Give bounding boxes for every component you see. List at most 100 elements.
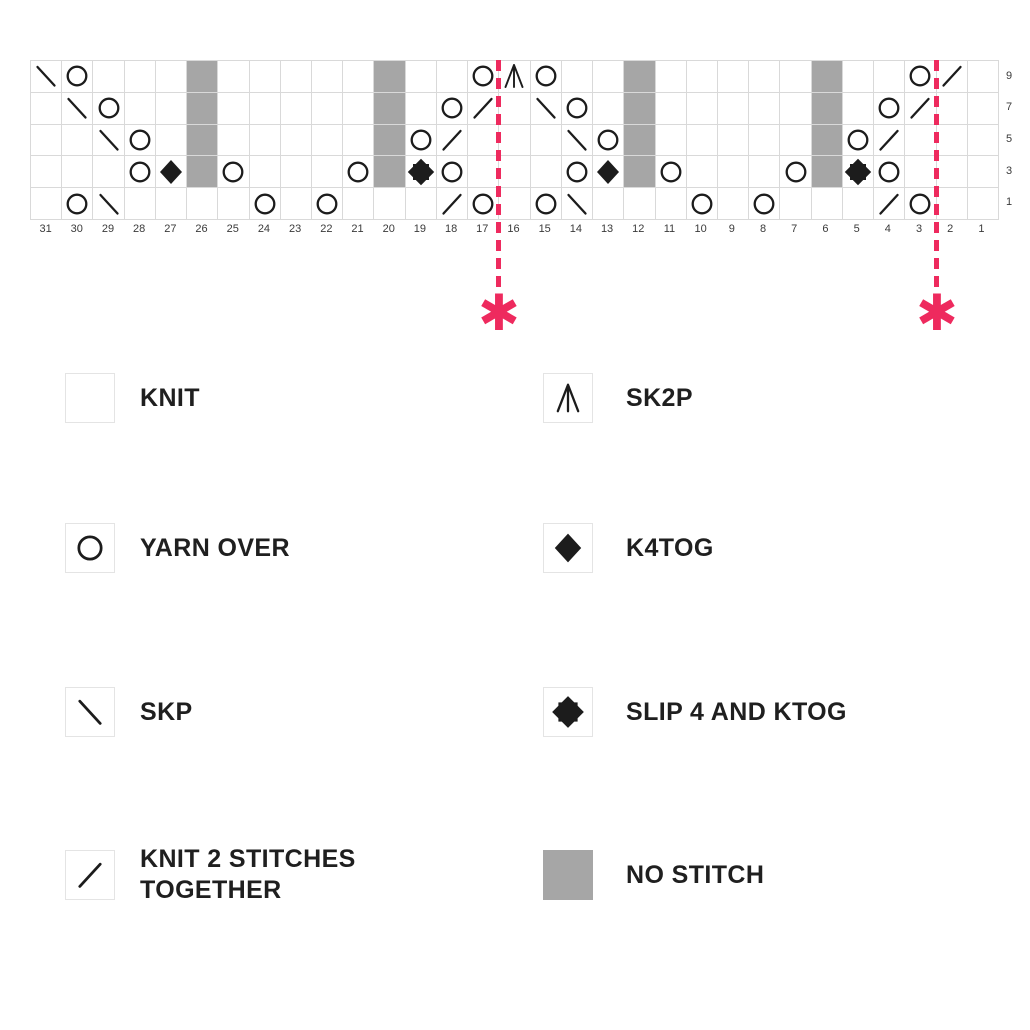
knit-symbol-icon: [65, 373, 115, 423]
chart-cell: [780, 188, 811, 219]
chart-cell: [561, 188, 593, 219]
skp-symbol: [67, 98, 87, 119]
column-number: 2: [947, 223, 954, 235]
chart-cell: [93, 92, 124, 124]
chart-cell: [187, 61, 218, 92]
column-number: 25: [226, 223, 239, 235]
column-number: 27: [164, 223, 177, 235]
yarn-over-symbol: [472, 65, 494, 87]
chart-cell: [749, 92, 780, 124]
chart-cell: [343, 124, 374, 156]
chart-cell: [717, 188, 749, 219]
chart-cell: [62, 188, 93, 219]
chart-cell: [811, 124, 842, 156]
chart-cell: [405, 124, 436, 156]
sk2p-symbol-icon: [543, 373, 593, 423]
yarn-over-symbol: [129, 161, 151, 183]
chart-cell: [62, 124, 93, 156]
repeat-asterisk-icon-left: ✱: [478, 284, 520, 342]
chart-cell: [218, 92, 249, 124]
no-stitch-symbol-icon: [543, 850, 593, 900]
legend-label: SLIP 4 AND KTOG: [626, 697, 847, 726]
chart-cell: [31, 92, 62, 124]
k4tog-symbol-icon: [543, 523, 593, 573]
yarn-over-symbol: [441, 97, 463, 119]
skp-symbol: [98, 129, 119, 151]
yarn-over-symbol: [535, 65, 557, 87]
chart-cell: [405, 188, 436, 219]
legend-label: YARN OVER: [140, 533, 290, 562]
chart-cell: [124, 124, 155, 156]
column-number: 30: [70, 223, 83, 235]
column-number: 12: [632, 223, 645, 235]
chart-cell: [405, 92, 436, 124]
chart-cell: [624, 92, 655, 124]
yarn-over-symbol: [77, 535, 103, 561]
chart-cell: [249, 188, 280, 219]
row-number: 1: [1006, 196, 1013, 209]
chart-cell: [468, 124, 499, 156]
chart-cell: [686, 61, 717, 92]
chart-cell: [31, 124, 62, 156]
chart-cell: [561, 61, 593, 92]
column-number: 9: [728, 223, 735, 235]
chart-cell: [499, 188, 530, 219]
yarn-over-symbol: [878, 161, 900, 183]
chart-cell: [499, 92, 530, 124]
chart-cell: [842, 92, 874, 124]
chart-cell: [62, 92, 93, 124]
legend-item-skp: SKP: [65, 687, 193, 737]
chart-cell: [624, 124, 655, 156]
chart-cell: [468, 156, 499, 188]
chart-cell: [811, 92, 842, 124]
chart-cell: [343, 92, 374, 124]
legend-label: NO STITCH: [626, 860, 765, 889]
chart-cell: [124, 188, 155, 219]
chart-cell: [187, 124, 218, 156]
k2tog-symbol: [442, 129, 462, 151]
chart-cell: [686, 124, 717, 156]
chart-cell: [655, 124, 686, 156]
yarn-over-symbol: [223, 161, 244, 183]
chart-cell: [31, 61, 62, 92]
legend-item-yarn-over: YARN OVER: [65, 523, 290, 573]
chart-cell: [374, 61, 405, 92]
k4tog-symbol: [597, 159, 620, 184]
chart-cell: [530, 61, 561, 92]
chart-cell: [686, 188, 717, 219]
chart-cell: [717, 124, 749, 156]
chart-cell: [593, 188, 624, 219]
column-number: 3: [915, 223, 923, 235]
chart-cell: [593, 124, 624, 156]
chart-cell: [312, 92, 343, 124]
row-number: 9: [1006, 69, 1013, 82]
row-number: 3: [1006, 164, 1013, 177]
yarn-over-symbol: [566, 97, 588, 119]
yarn-over-symbol: [66, 65, 88, 87]
chart-cell: [905, 61, 936, 92]
sk2p-symbol: [505, 64, 524, 89]
column-number: 18: [444, 223, 458, 235]
yarn-over-symbol: [347, 161, 369, 183]
chart-cell: [624, 156, 655, 188]
chart-cell: [874, 61, 905, 92]
slip4-ktog-symbol: [844, 158, 872, 185]
legend-item-k4tog: K4TOG: [543, 523, 714, 573]
yarn-over-symbol: [753, 193, 775, 215]
chart-cell: [749, 61, 780, 92]
chart-cell: [343, 156, 374, 188]
chart-cell: [218, 61, 249, 92]
chart-cell: [717, 61, 749, 92]
chart-cell: [936, 92, 967, 124]
chart-cell: [905, 124, 936, 156]
yarn-over-symbol: [535, 193, 557, 215]
yarn-over-symbol: [785, 161, 806, 183]
chart-cell: [842, 61, 874, 92]
yarn-over-symbol: [691, 193, 713, 215]
yarn-over-symbol: [66, 193, 88, 215]
column-number: 19: [413, 223, 427, 235]
chart-cell: [593, 156, 624, 188]
chart-cell: [811, 61, 842, 92]
chart-cell: [187, 188, 218, 219]
